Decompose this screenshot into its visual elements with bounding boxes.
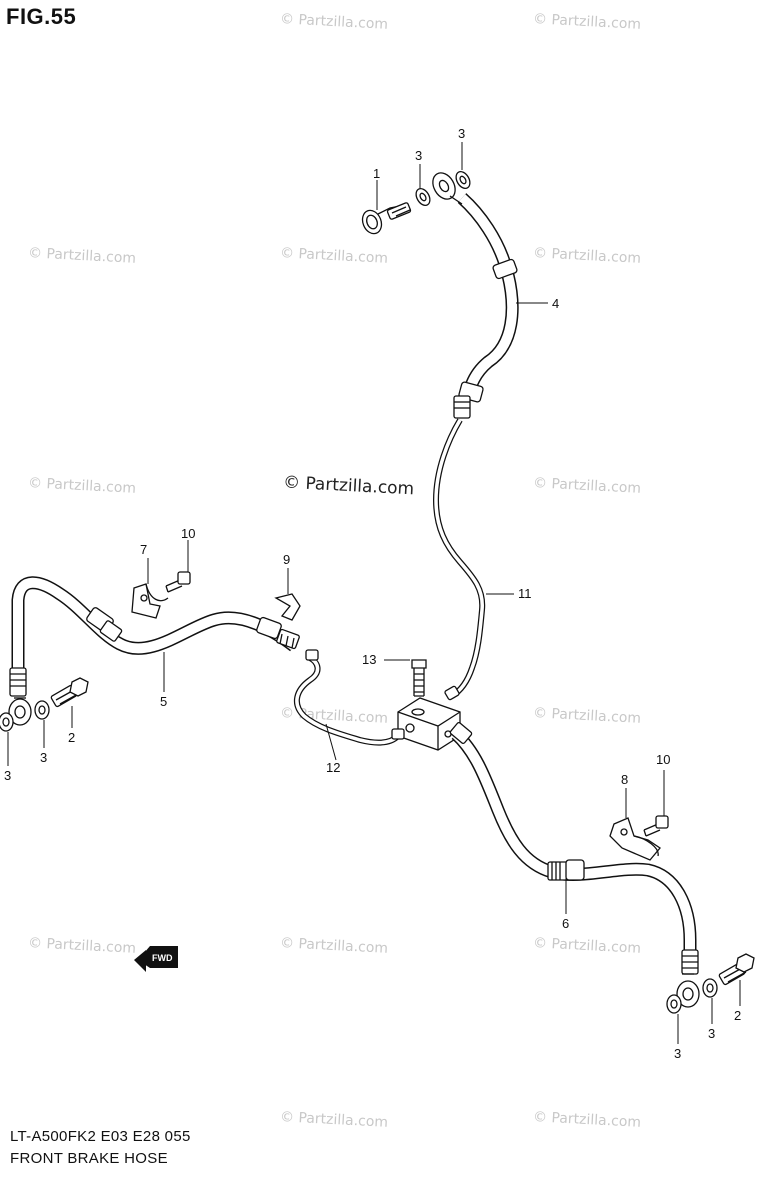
callout-3[interactable]: 3 bbox=[40, 750, 47, 765]
brake-hose-5[interactable] bbox=[9, 576, 300, 697]
callout-3[interactable]: 3 bbox=[4, 768, 11, 783]
model-code: LT-A500FK2 E03 E28 055 bbox=[10, 1128, 191, 1145]
gasket-3-top-b[interactable] bbox=[453, 169, 472, 191]
callout-10[interactable]: 10 bbox=[181, 526, 195, 541]
callout-3[interactable]: 3 bbox=[415, 148, 422, 163]
bolt-10-right[interactable] bbox=[643, 770, 669, 837]
fwd-label: FWD bbox=[152, 953, 173, 963]
union-bolt-1[interactable] bbox=[359, 202, 412, 236]
bracket-7[interactable] bbox=[131, 558, 169, 619]
banjo-fitting-left bbox=[8, 697, 32, 726]
banjo-fitting-top bbox=[432, 172, 463, 205]
callout-13[interactable]: 13 bbox=[362, 652, 376, 667]
junction-block bbox=[397, 697, 461, 751]
union-bolt-2-left[interactable] bbox=[50, 677, 89, 708]
gasket-3-left-b[interactable] bbox=[34, 700, 50, 720]
union-bolt-2-right[interactable] bbox=[718, 953, 755, 986]
brake-hose-6[interactable] bbox=[449, 722, 699, 975]
callout-4[interactable]: 4 bbox=[552, 296, 559, 311]
gasket-3-left-a[interactable] bbox=[0, 712, 14, 732]
callout-3[interactable]: 3 bbox=[708, 1026, 715, 1041]
banjo-fitting-right bbox=[676, 973, 700, 1008]
bolt-13[interactable] bbox=[384, 659, 427, 697]
figure-title: FIG.55 bbox=[6, 4, 77, 29]
bolt-10-left[interactable] bbox=[165, 540, 191, 593]
callout-8[interactable]: 8 bbox=[621, 772, 628, 787]
leader-lines bbox=[7, 142, 741, 1044]
gasket-3-right-b[interactable] bbox=[702, 978, 718, 998]
gasket-3-right-a[interactable] bbox=[666, 994, 682, 1014]
callout-5[interactable]: 5 bbox=[160, 694, 167, 709]
callout-11[interactable]: 11 bbox=[518, 586, 532, 601]
callout-3[interactable]: 3 bbox=[674, 1046, 681, 1061]
callout-12[interactable]: 12 bbox=[326, 760, 340, 775]
fwd-arrow-icon: FWD bbox=[134, 946, 178, 972]
callout-9[interactable]: 9 bbox=[283, 552, 290, 567]
callout-2[interactable]: 2 bbox=[734, 1008, 741, 1023]
callout-numbers: 1 3 3 4 11 13 7 10 9 5 2 3 3 12 8 10 6 2… bbox=[4, 126, 741, 1061]
callout-7[interactable]: 7 bbox=[140, 542, 147, 557]
brake-pipe-12[interactable] bbox=[293, 649, 405, 746]
brake-pipe-11[interactable] bbox=[432, 418, 486, 701]
callout-2[interactable]: 2 bbox=[68, 730, 75, 745]
diagram-caption: FRONT BRAKE HOSE bbox=[10, 1150, 168, 1167]
gasket-3-top-a[interactable] bbox=[413, 186, 432, 208]
bracket-8[interactable] bbox=[609, 788, 661, 861]
callout-1[interactable]: 1 bbox=[373, 166, 380, 181]
callout-6[interactable]: 6 bbox=[562, 916, 569, 931]
brake-hose-4[interactable] bbox=[453, 193, 519, 419]
callout-10[interactable]: 10 bbox=[656, 752, 670, 767]
callout-3[interactable]: 3 bbox=[458, 126, 465, 141]
clamp-9[interactable] bbox=[274, 568, 301, 621]
